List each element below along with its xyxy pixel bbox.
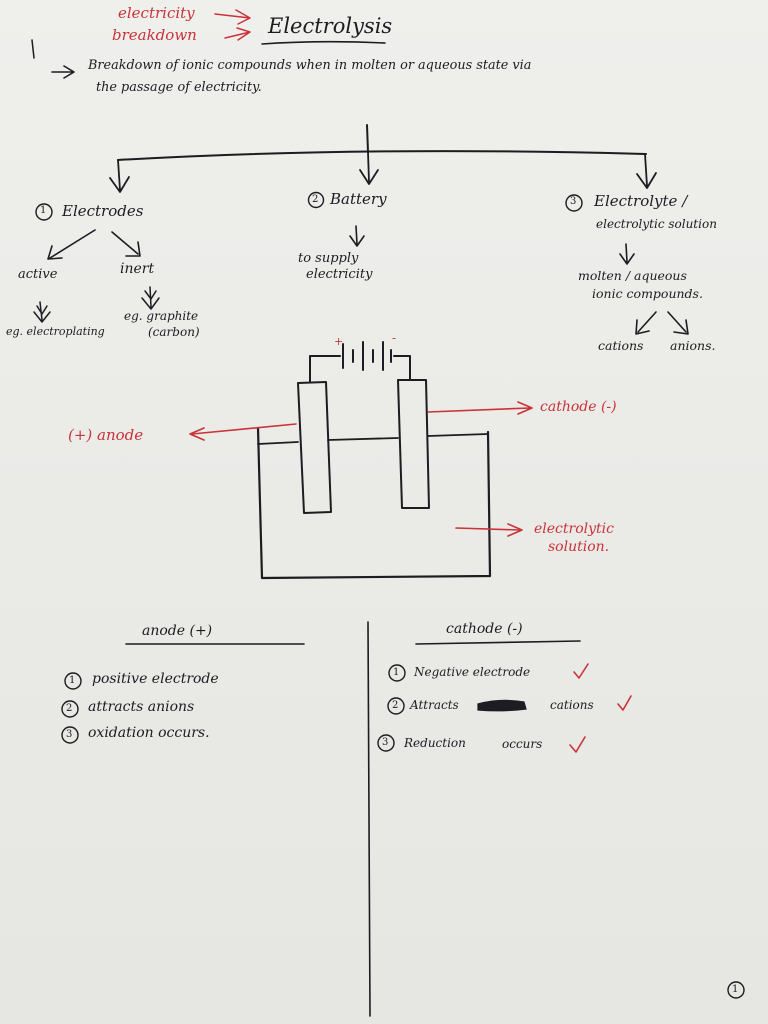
cathode-item-2: Attracts [410,698,459,712]
inert-example-label: eg. graphite [124,309,199,323]
concept-tree-lines [33,124,689,335]
anode-item-2-number: 2 [66,703,73,714]
electrolyte-desc-1: molten / aqueous [578,268,687,283]
red-arrow-breakdown [224,27,251,41]
margin-mark [31,39,35,59]
page-number: 1 [732,984,739,995]
crossed-out-word [477,699,527,712]
cathode-item-2-number: 2 [392,700,399,711]
branch-battery-label: Battery [330,190,387,208]
anode-item-3: oxidation occurs. [88,725,210,741]
inert-electrode-label: inert [120,261,155,277]
battery-purpose-1: to supply [298,251,359,266]
check-icon [569,736,586,753]
cathode-item-1-number: 1 [393,667,400,678]
page-title: Electrolysis [268,14,393,38]
active-electrode-label: active [18,267,58,282]
title-underline [261,40,386,45]
cathode-item-3: Reduction [404,736,466,750]
inert-example-carbon: (carbon) [148,325,200,339]
red-check-marks [569,663,632,753]
cathode-heading: cathode (-) [446,621,523,637]
electrolyte-desc-2: ionic compounds. [592,286,703,301]
diagram-label-arrows [189,401,533,537]
cathode-label: cathode (-) [540,399,617,415]
battery-minus-sign: - [392,331,397,345]
check-icon [573,663,589,679]
cathode-item-3-number: 3 [382,737,389,748]
electrolysis-cell-diagram [256,341,492,580]
solution-label-2: solution. [548,539,610,555]
red-note-electricity: electricity [118,4,195,22]
solution-label-1: electrolytic [534,521,614,537]
branch-electrolyte-sublabel: electrolytic solution [596,217,717,231]
definition-arrow [51,65,75,79]
anions-label: anions. [670,338,716,353]
anode-item-2: attracts anions [88,699,195,715]
branch-electrolyte-label: Electrolyte / [594,192,688,210]
check-icon [617,695,632,711]
anode-heading: anode (+) [142,623,213,639]
definition-line-1: Breakdown of ionic compounds when in mol… [88,58,532,73]
cations-label: cations [598,338,644,353]
branch-2-number: 2 [312,194,319,205]
anode-label: (+) anode [68,426,144,444]
active-example-label: eg. electroplating [6,325,105,338]
battery-plus-sign: + [334,335,344,348]
battery-purpose-2: electricity [306,267,373,282]
anode-item-3-number: 3 [66,729,73,740]
cathode-item-3-occurs: occurs [502,737,543,751]
branch-1-number: 1 [40,205,47,216]
branch-electrodes-label: Electrodes [62,202,144,220]
cathode-item-2-cations: cations [550,698,594,712]
cathode-item-1: Negative electrode [414,665,531,679]
anode-item-1-number: 1 [69,675,76,686]
item-number-circles [35,191,745,999]
red-note-breakdown: breakdown [112,26,197,44]
branch-3-number: 3 [570,196,577,207]
comparison-table-lines [125,621,581,1017]
red-arrow-electricity [214,9,251,25]
definition-line-2: the passage of electricity. [96,80,262,95]
anode-item-1: positive electrode [92,671,219,687]
